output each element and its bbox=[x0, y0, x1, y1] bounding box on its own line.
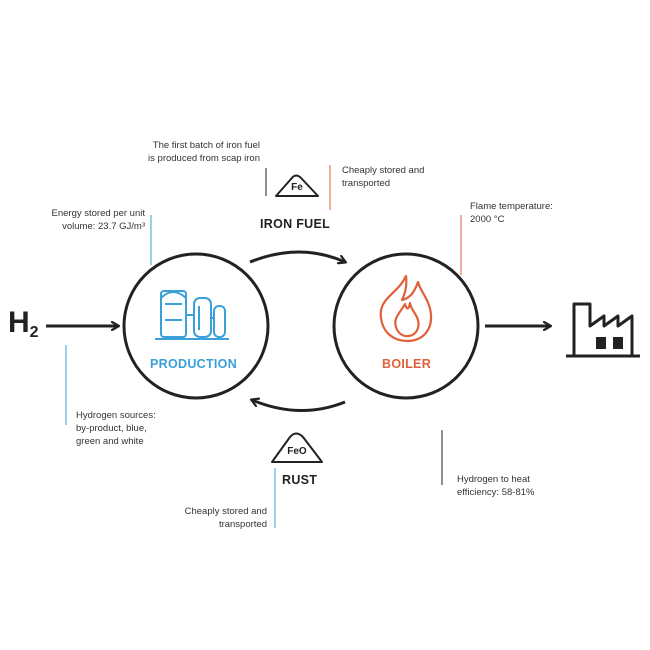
boiler-label: BOILER bbox=[382, 357, 432, 371]
flame-icon bbox=[379, 274, 433, 343]
hydrogen-main: H bbox=[8, 306, 30, 339]
fe-pile-icon bbox=[275, 174, 319, 197]
note-iron-batch: The first batch of iron fuel is produced… bbox=[148, 140, 260, 164]
factory-icon bbox=[566, 302, 640, 358]
arrow-production-to-boiler bbox=[249, 250, 345, 262]
note-hydrogen-sources: Hydrogen sources: by-product, blue, gree… bbox=[76, 410, 156, 447]
boiler-circle bbox=[332, 252, 480, 400]
note-energy: Energy stored per unit volume: 23.7 GJ/m… bbox=[51, 208, 145, 232]
iron-fuel-label: IRON FUEL bbox=[260, 217, 331, 231]
rust-label: RUST bbox=[282, 473, 318, 487]
production-tanks-icon bbox=[155, 290, 229, 340]
feo-pile-icon bbox=[271, 432, 323, 463]
note-rust-storage: Cheaply stored and transported bbox=[184, 506, 267, 530]
hydrogen-label: H2 bbox=[8, 306, 39, 341]
note-iron-storage: Cheaply stored and transported bbox=[342, 165, 425, 189]
arrow-boiler-to-production bbox=[252, 400, 346, 412]
hydrogen-subscript: 2 bbox=[29, 324, 39, 341]
production-circle bbox=[122, 252, 270, 400]
feo-label: FeO bbox=[287, 446, 307, 457]
production-label: PRODUCTION bbox=[150, 357, 238, 371]
note-flame: Flame temperature: 2000 °C bbox=[470, 201, 553, 225]
note-efficiency: Hydrogen to heat efficiency: 58-81% bbox=[457, 474, 535, 498]
fe-label: Fe bbox=[291, 182, 303, 193]
